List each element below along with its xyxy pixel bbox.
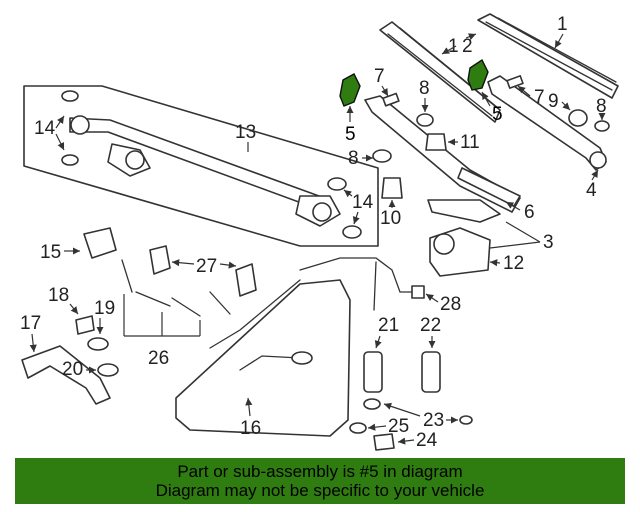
sensor-24-icon — [373, 433, 395, 451]
callout-9: 9 — [548, 91, 571, 112]
svg-text:21: 21 — [378, 315, 399, 336]
svg-text:16: 16 — [240, 418, 261, 439]
harness-28-icon — [299, 257, 425, 311]
svg-text:5: 5 — [492, 104, 503, 125]
callout-21: 21 — [374, 315, 399, 349]
svg-text:8: 8 — [596, 96, 607, 117]
callout-16: 16 — [240, 397, 261, 439]
wiper-blade-assembly-icon — [379, 13, 619, 123]
banner-line-disclaimer: Diagram may not be specific to your vehi… — [155, 481, 485, 500]
grommet-14a-icon — [61, 90, 362, 239]
callout-14a: 14 — [34, 115, 65, 151]
part-5-cap-right-icon — [467, 58, 489, 91]
callout-6: 6 — [505, 201, 535, 223]
callout-7a: 7 — [374, 66, 389, 97]
callout-23: 23 — [383, 402, 458, 431]
svg-text:9: 9 — [548, 91, 559, 112]
callout-12: 12 — [489, 253, 524, 274]
wiper-arm-right-icon — [487, 75, 607, 171]
part-info-banner: Part or sub-assembly is #5 in diagram Di… — [15, 458, 625, 504]
grommet-23-icon — [363, 398, 473, 425]
callout-15: 15 — [40, 242, 80, 263]
svg-text:5: 5 — [345, 124, 356, 145]
filler-neck-17-icon — [21, 345, 111, 405]
nut-cap-icon — [372, 75, 610, 199]
wiper-linkage-frame-icon — [23, 85, 379, 247]
callout-8a: 8 — [419, 78, 430, 112]
svg-text:14: 14 — [34, 118, 56, 139]
svg-text:17: 17 — [20, 313, 41, 334]
cap-20-icon — [97, 363, 119, 377]
svg-text:18: 18 — [48, 285, 69, 306]
seal-19-icon — [87, 337, 109, 351]
callout-20: 20 — [62, 359, 96, 380]
callout-24: 24 — [397, 430, 438, 451]
svg-text:7: 7 — [374, 66, 385, 87]
seal-18-icon — [75, 315, 95, 335]
svg-text:23: 23 — [423, 410, 444, 431]
svg-text:27: 27 — [196, 256, 217, 277]
svg-text:13: 13 — [235, 122, 256, 143]
callout-3: 3 — [489, 221, 554, 253]
svg-text:7: 7 — [534, 87, 545, 108]
callout-22: 22 — [420, 315, 441, 348]
callout-17: 17 — [20, 313, 41, 353]
svg-text:19: 19 — [94, 298, 115, 319]
svg-text:1: 1 — [557, 14, 568, 35]
callout-25: 25 — [367, 416, 409, 437]
banner-line-part: Part or sub-assembly is #5 in diagram — [177, 462, 463, 481]
svg-text:28: 28 — [440, 294, 461, 315]
callout-26: 26 — [123, 294, 201, 369]
grommet-25-icon — [349, 422, 367, 434]
svg-text:11: 11 — [460, 132, 480, 153]
callout-27: 27 — [171, 256, 237, 277]
svg-text:4: 4 — [586, 180, 597, 201]
callout-14b: 14 — [343, 189, 374, 225]
callout-5-left: 5 — [345, 106, 356, 145]
callout-8c: 8 — [596, 96, 607, 120]
wiper-motor-icon — [429, 227, 491, 277]
callout-7b: 7 — [517, 85, 545, 108]
svg-text:3: 3 — [543, 232, 554, 253]
clip-15-icon — [83, 227, 117, 259]
svg-text:10: 10 — [380, 208, 401, 229]
callout-18: 18 — [48, 285, 79, 315]
hose-26-icon — [121, 259, 301, 349]
washer-pump-22-icon — [421, 351, 441, 393]
svg-text:6: 6 — [524, 202, 535, 223]
svg-text:15: 15 — [40, 242, 61, 263]
svg-text:2: 2 — [462, 36, 473, 57]
callout-2: 2 — [462, 33, 477, 57]
callout-11: 11 — [448, 132, 480, 153]
callout-1b: 1 — [441, 36, 459, 57]
callout-5-right: 5 — [481, 91, 503, 125]
callout-19: 19 — [94, 298, 115, 334]
svg-text:25: 25 — [388, 416, 409, 437]
callout-1: 1 — [554, 14, 568, 49]
svg-text:12: 12 — [503, 253, 524, 274]
callout-10: 10 — [380, 200, 401, 229]
parts-diagram: 1 1 2 3 4 5 5 6 7 7 8 8 — [20, 13, 619, 451]
svg-text:8: 8 — [419, 78, 430, 99]
callout-28: 28 — [425, 293, 461, 315]
wiper-arm-left-icon — [364, 95, 521, 223]
nozzle-27-icon — [149, 245, 257, 297]
callout-13: 13 — [235, 122, 256, 152]
svg-text:26: 26 — [148, 348, 169, 369]
svg-text:14: 14 — [352, 192, 374, 213]
callout-4: 4 — [586, 169, 599, 201]
svg-text:8: 8 — [348, 148, 359, 169]
svg-text:24: 24 — [416, 430, 438, 451]
callout-8b: 8 — [348, 148, 373, 169]
part-5-cap-left-icon — [339, 73, 361, 107]
svg-text:20: 20 — [62, 359, 83, 380]
washer-reservoir-icon — [175, 279, 351, 437]
svg-text:22: 22 — [420, 315, 441, 336]
washer-pump-21-icon — [363, 351, 383, 393]
svg-text:1: 1 — [448, 36, 459, 57]
